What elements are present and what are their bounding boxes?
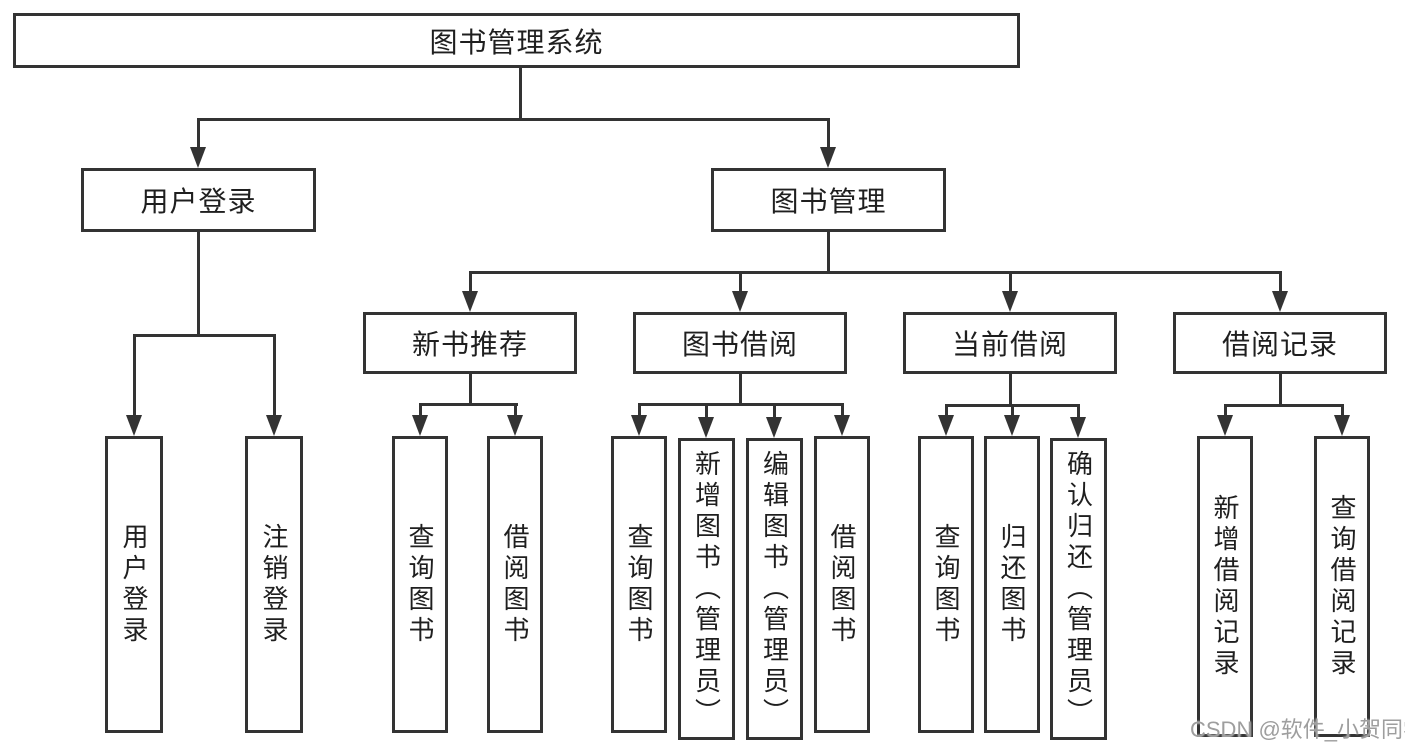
arrow-down-icon [834,415,850,436]
node-label: 借阅记录 [1221,329,1338,360]
node-leaf-user-login: 用户登录 [105,436,163,733]
connector-line [197,118,200,152]
arrow-down-icon [507,415,523,436]
node-label: 图书借阅 [681,329,798,360]
connector-line [705,403,708,417]
arrow-down-icon [766,417,782,438]
connector-line [197,232,200,336]
node-label: 新书推荐 [411,329,528,360]
node-label: 新增借阅记录 [1210,493,1240,680]
connector-line [133,334,136,418]
csdn-watermark: CSDN @软件_小贺同学 [1190,717,1405,742]
connector-line [133,334,275,337]
node-label: 确认归还（管理员） [1063,449,1094,729]
connector-line [1011,404,1014,417]
connector-line [519,68,522,120]
connector-line [514,403,517,417]
arrow-down-icon [1070,417,1086,438]
node-label: 借阅图书 [500,522,530,647]
connector-line [1224,404,1343,407]
node-leaf-borrow-books-2: 借阅图书 [814,436,870,733]
arrow-down-icon [631,415,647,436]
arrow-down-icon [1334,415,1350,436]
connector-line [273,334,276,418]
connector-line [739,374,742,405]
node-leaf-borrow-books-1: 借阅图书 [487,436,543,733]
arrow-down-icon [1272,291,1288,312]
connector-line [1009,374,1012,406]
node-label: 注销登录 [259,522,289,647]
arrow-down-icon [266,415,282,436]
node-leaf-confirm-return-admin: 确认归还（管理员） [1050,438,1107,740]
arrow-down-icon [732,291,748,312]
arrow-down-icon [820,147,836,168]
connector-line [773,403,776,417]
node-label: 查询图书 [405,522,435,647]
connector-line [469,271,472,293]
node-label: 当前借阅 [951,329,1068,360]
node-label: 图书管理 [770,186,887,217]
node-root: 图书管理系统 [13,13,1020,68]
connector-line [1279,271,1282,293]
node-label: 用户登录 [119,522,149,647]
arrow-down-icon [412,415,428,436]
connector-line [197,118,830,121]
node-leaf-add-books-admin: 新增图书（管理员） [678,438,735,740]
connector-line [638,403,641,417]
node-leaf-query-books-1: 查询图书 [392,436,448,733]
node-label: 查询图书 [931,522,961,647]
node-borrow-record: 借阅记录 [1173,312,1387,374]
node-leaf-query-books-2: 查询图书 [611,436,667,733]
node-book-borrow: 图书借阅 [633,312,847,374]
arrow-down-icon [126,415,142,436]
arrow-down-icon [462,291,478,312]
connector-line [469,271,1281,274]
node-leaf-query-borrow-record: 查询借阅记录 [1314,436,1370,737]
node-leaf-add-borrow-record: 新增借阅记录 [1197,436,1253,737]
connector-line [419,403,422,417]
arrow-down-icon [1217,415,1233,436]
node-current-borrow: 当前借阅 [903,312,1117,374]
connector-line [1341,404,1344,417]
node-label: 借阅图书 [827,522,857,647]
arrow-down-icon [1004,415,1020,436]
arrow-down-icon [1002,291,1018,312]
connector-line [841,403,844,417]
node-leaf-edit-books-admin: 编辑图书（管理员） [746,438,803,740]
node-leaf-query-books-3: 查询图书 [918,436,974,733]
connector-line [945,404,948,417]
connector-line [827,232,830,273]
node-root-label: 图书管理系统 [429,26,604,58]
connector-line [1009,271,1012,293]
connector-line [739,271,742,293]
node-label: 编辑图书（管理员） [759,449,790,729]
arrow-down-icon [698,417,714,438]
connector-line [419,403,518,406]
node-label: 用户登录 [140,186,257,217]
node-leaf-logout: 注销登录 [245,436,303,733]
connector-line [827,118,830,152]
connector-line [1077,404,1080,417]
connector-line [469,374,472,405]
arrow-down-icon [938,415,954,436]
node-label: 归还图书 [997,522,1027,647]
node-new-book-recommend: 新书推荐 [363,312,577,374]
node-label: 新增图书（管理员） [691,449,722,729]
connector-line [1224,404,1227,417]
connector-line [1279,374,1282,406]
node-label: 查询借阅记录 [1327,493,1357,680]
arrow-down-icon [190,147,206,168]
node-user-login: 用户登录 [81,168,316,232]
node-label: 查询图书 [624,522,654,647]
node-leaf-return-books: 归还图书 [984,436,1040,733]
node-book-management: 图书管理 [711,168,946,232]
connector-line [638,403,843,406]
